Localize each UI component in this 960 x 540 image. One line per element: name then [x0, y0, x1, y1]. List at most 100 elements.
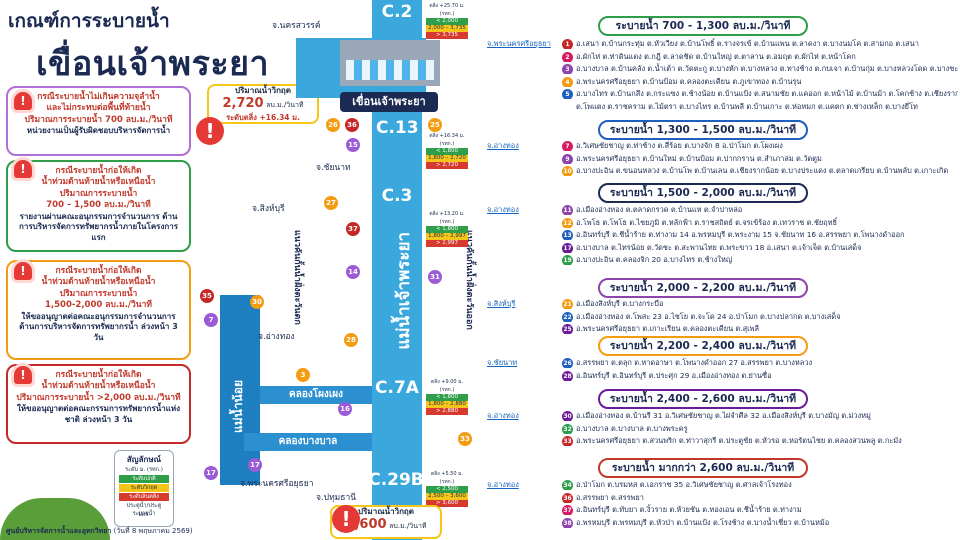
province-label: จ.ชัยนาท [316, 163, 351, 173]
area-number-badge: 32 [562, 423, 573, 434]
tier-row-text: อ.บางปะอิน ต.คลองจิก 20 อ.บางไทร ต.ช้างใ… [576, 255, 733, 264]
legend: สัญลักษณ์ ระดับ ม. (รทก.) ระดับปกติ ระดั… [114, 450, 174, 527]
area-badge: 14 [346, 265, 360, 279]
tier-row-text: อ.บางบาล ต.บ้านคลัง ต.น้ำเต้า ต.วัดตะกู … [576, 64, 958, 73]
gauge-c7a: ตลิ่ง +9.00 ม. (รทก.) < 1,800 1,800 – 2,… [426, 378, 468, 415]
critical-label: ปริมาณน้ำวิกฤต [235, 86, 291, 95]
tier-province: จ.สิงห์บุรี [487, 299, 516, 308]
card-text: กรณีระบายน้ำก่อให้เกิด [55, 266, 142, 276]
area-number-badge: 37 [562, 505, 573, 515]
card-footer: รายงานผ่านคณะอนุกรรมการจำนวนการ ด้านการบ… [18, 211, 179, 242]
area-number-badge: 28 [562, 370, 573, 381]
card-text: น้ำท่วมด้านท้ายน้ำหรือเหนือน้ำ [41, 177, 156, 188]
area-badge: 36 [345, 118, 359, 132]
tier-row-text: อ.สรรพยา ต.ตลุก ต.หาดอาษา ต.โพนางดำออก 2… [576, 358, 813, 367]
tier-title: ระบายน้ำ 2,400 - 2,600 ลบ.ม./วินาที [598, 389, 808, 409]
area-number-badge: 1 [562, 39, 573, 49]
dam-label: เขื่อนเจ้าพระยา [340, 92, 438, 112]
station-c29b: C.29B [368, 470, 424, 490]
tier-row-text: อ.บางบาล ต.บางบาล ต.บางพระครู [576, 423, 688, 433]
east-bank-label: แนวคันกั้นน้ำฝั่งตะวันออก [464, 230, 474, 330]
area-badge: 26 [326, 118, 340, 132]
station-c3: C.3 [381, 186, 413, 206]
siren-icon: ! [14, 262, 32, 280]
card-text: กรณีระบายน้ำก่อให้เกิด [55, 370, 142, 380]
info-card-2: กรณีระบายน้ำก่อให้เกิด น้ำท่วมด้านท้ายน้… [6, 160, 191, 252]
title-line-1: เกณฑ์การระบายน้ำ [8, 10, 170, 32]
info-card-1: กรณีระบายน้ำไม่เกินความจุลำน้ำ และไม่กระ… [6, 86, 191, 156]
canal-1: คลองโผงเผง [260, 386, 372, 404]
tier-province: จ.อ่างทอง [487, 411, 519, 420]
province-label: จ.นครสวรรค์ [272, 21, 321, 31]
tier-title: ระบายน้ำ 700 - 1,300 ลบ.ม./วินาที [598, 16, 808, 36]
card-text: น้ำท่วมด้านท้ายน้ำหรือเหนือน้ำ [41, 381, 156, 392]
tier-row-text: อ.ผักไห่ ต.ท่าดินแดง ต.กฎี ต.ลาดชิด ต.บ้… [576, 51, 856, 61]
area-number-badge: 17 [562, 242, 573, 253]
area-number-badge: 10 [562, 166, 573, 176]
area-badge: 7 [204, 313, 218, 327]
dam-spillway [346, 60, 434, 80]
area-number-badge: 11 [562, 205, 573, 215]
critical-value: 2,720 [222, 96, 264, 112]
tier-row-text: อ.พระนครศรีอยุธยา ต.สวนพริก ต.ท่าวาสุกรี… [576, 436, 902, 445]
tier-title: ระบายน้ำ 2,200 - 2,400 ลบ.ม./วินาที [598, 336, 808, 356]
card-text: กรณีระบายน้ำไม่เกินความจุลำน้ำ [37, 92, 160, 102]
area-number-badge: 36 [562, 492, 573, 503]
critical-level: ระดับตลิ่ง +16.34 ม. [226, 113, 300, 123]
gauge-c13: ตลิ่ง +16.34 ม. (รทก.) < 1,800 1,800 – 2… [426, 132, 468, 169]
area-badge: 33 [458, 432, 472, 446]
card-capacity-value: 1,500-2,000 ลบ.ม./วินาที [45, 300, 152, 311]
tier-title: ระบายน้ำ 1,300 - 1,500 ลบ.ม./วินาที [598, 120, 808, 140]
area-number-badge: 26 [562, 358, 573, 368]
area-number-badge: 30 [562, 411, 573, 421]
tier-row-text: อ.เสนา ต.บ้านกระทุ่ม ต.หัวเวียง ต.บ้านโพ… [576, 39, 919, 48]
area-badge: 27 [324, 196, 338, 210]
tier-province: จ.อ่างทอง [487, 480, 519, 489]
hill-decoration [0, 498, 110, 540]
siren-icon: ! [14, 92, 32, 110]
area-number-badge: 4 [562, 76, 573, 87]
critical-label: ปริมาณน้ำวิกฤต [358, 507, 414, 516]
title-line-2: เขื่อนเจ้าพระยา [36, 44, 270, 84]
station-c2: C.2 [381, 2, 413, 22]
area-badge: 35 [200, 289, 214, 303]
legend-overflow: ระดับล้นตลิ่ง [119, 493, 169, 501]
tier-row-text: อ.ป่าโมก ต.บรมหส ต.เอกราช 35 อ.วิเศษชัยช… [576, 480, 792, 489]
card-capacity: ปริมาณการระบายน้ำ >2,000 ลบ.ม./วินาที [16, 392, 181, 403]
area-badge: 17 [204, 466, 218, 480]
tier-row-text: อ.อินทร์บุรี ต.อินทร์บุรี ต.ประศุก 29 อ.… [576, 370, 772, 380]
legend-critical: ระดับวิกฤต [119, 484, 169, 492]
tier-row: ต.โพแตง ต.ราชคราม ต.ไม้ตรา ต.บางไทร ต.บ้… [562, 101, 918, 112]
tier-row-text: อ.สรรพยา ต.สรรพยา [576, 492, 644, 502]
tier-row-text: อ.อินทร์บุรี ต.ทับยา ต.งิ้วราย ต.ห้วยชัน… [576, 505, 802, 514]
tier-province: จ.อ่างทอง [487, 141, 519, 150]
legend-gate-short: ปตร. [138, 512, 150, 518]
tier-row-text: อ.เมืองอ่างทอง ต.ตลาดกรวด ต.บ้านแห ต.จำป… [576, 205, 743, 214]
area-badge: 25 [428, 118, 442, 132]
info-card-3: กรณีระบายน้ำก่อให้เกิด น้ำท่วมด้านท้ายน้… [6, 260, 191, 360]
card-text: และไม่กระทบต่อพื้นที่ท้ายน้ำ [46, 103, 151, 114]
legend-unit: ระดับ ม. (รทก.) [125, 467, 163, 473]
tier-row-text: อ.พระนครศรีอยุธยา ต.บ้านป้อม ต.คลองตะเคี… [576, 76, 802, 86]
area-number-badge: 13 [562, 230, 573, 240]
tier-province: จ.ชัยนาท [487, 358, 518, 367]
area-badge: 16 [338, 402, 352, 416]
area-number-badge: 21 [562, 299, 573, 309]
tier-row-text: อ.วิเศษชัยชาญ ต.ท่าช้าง ต.สี่ร้อย ต.บางจ… [576, 141, 783, 150]
